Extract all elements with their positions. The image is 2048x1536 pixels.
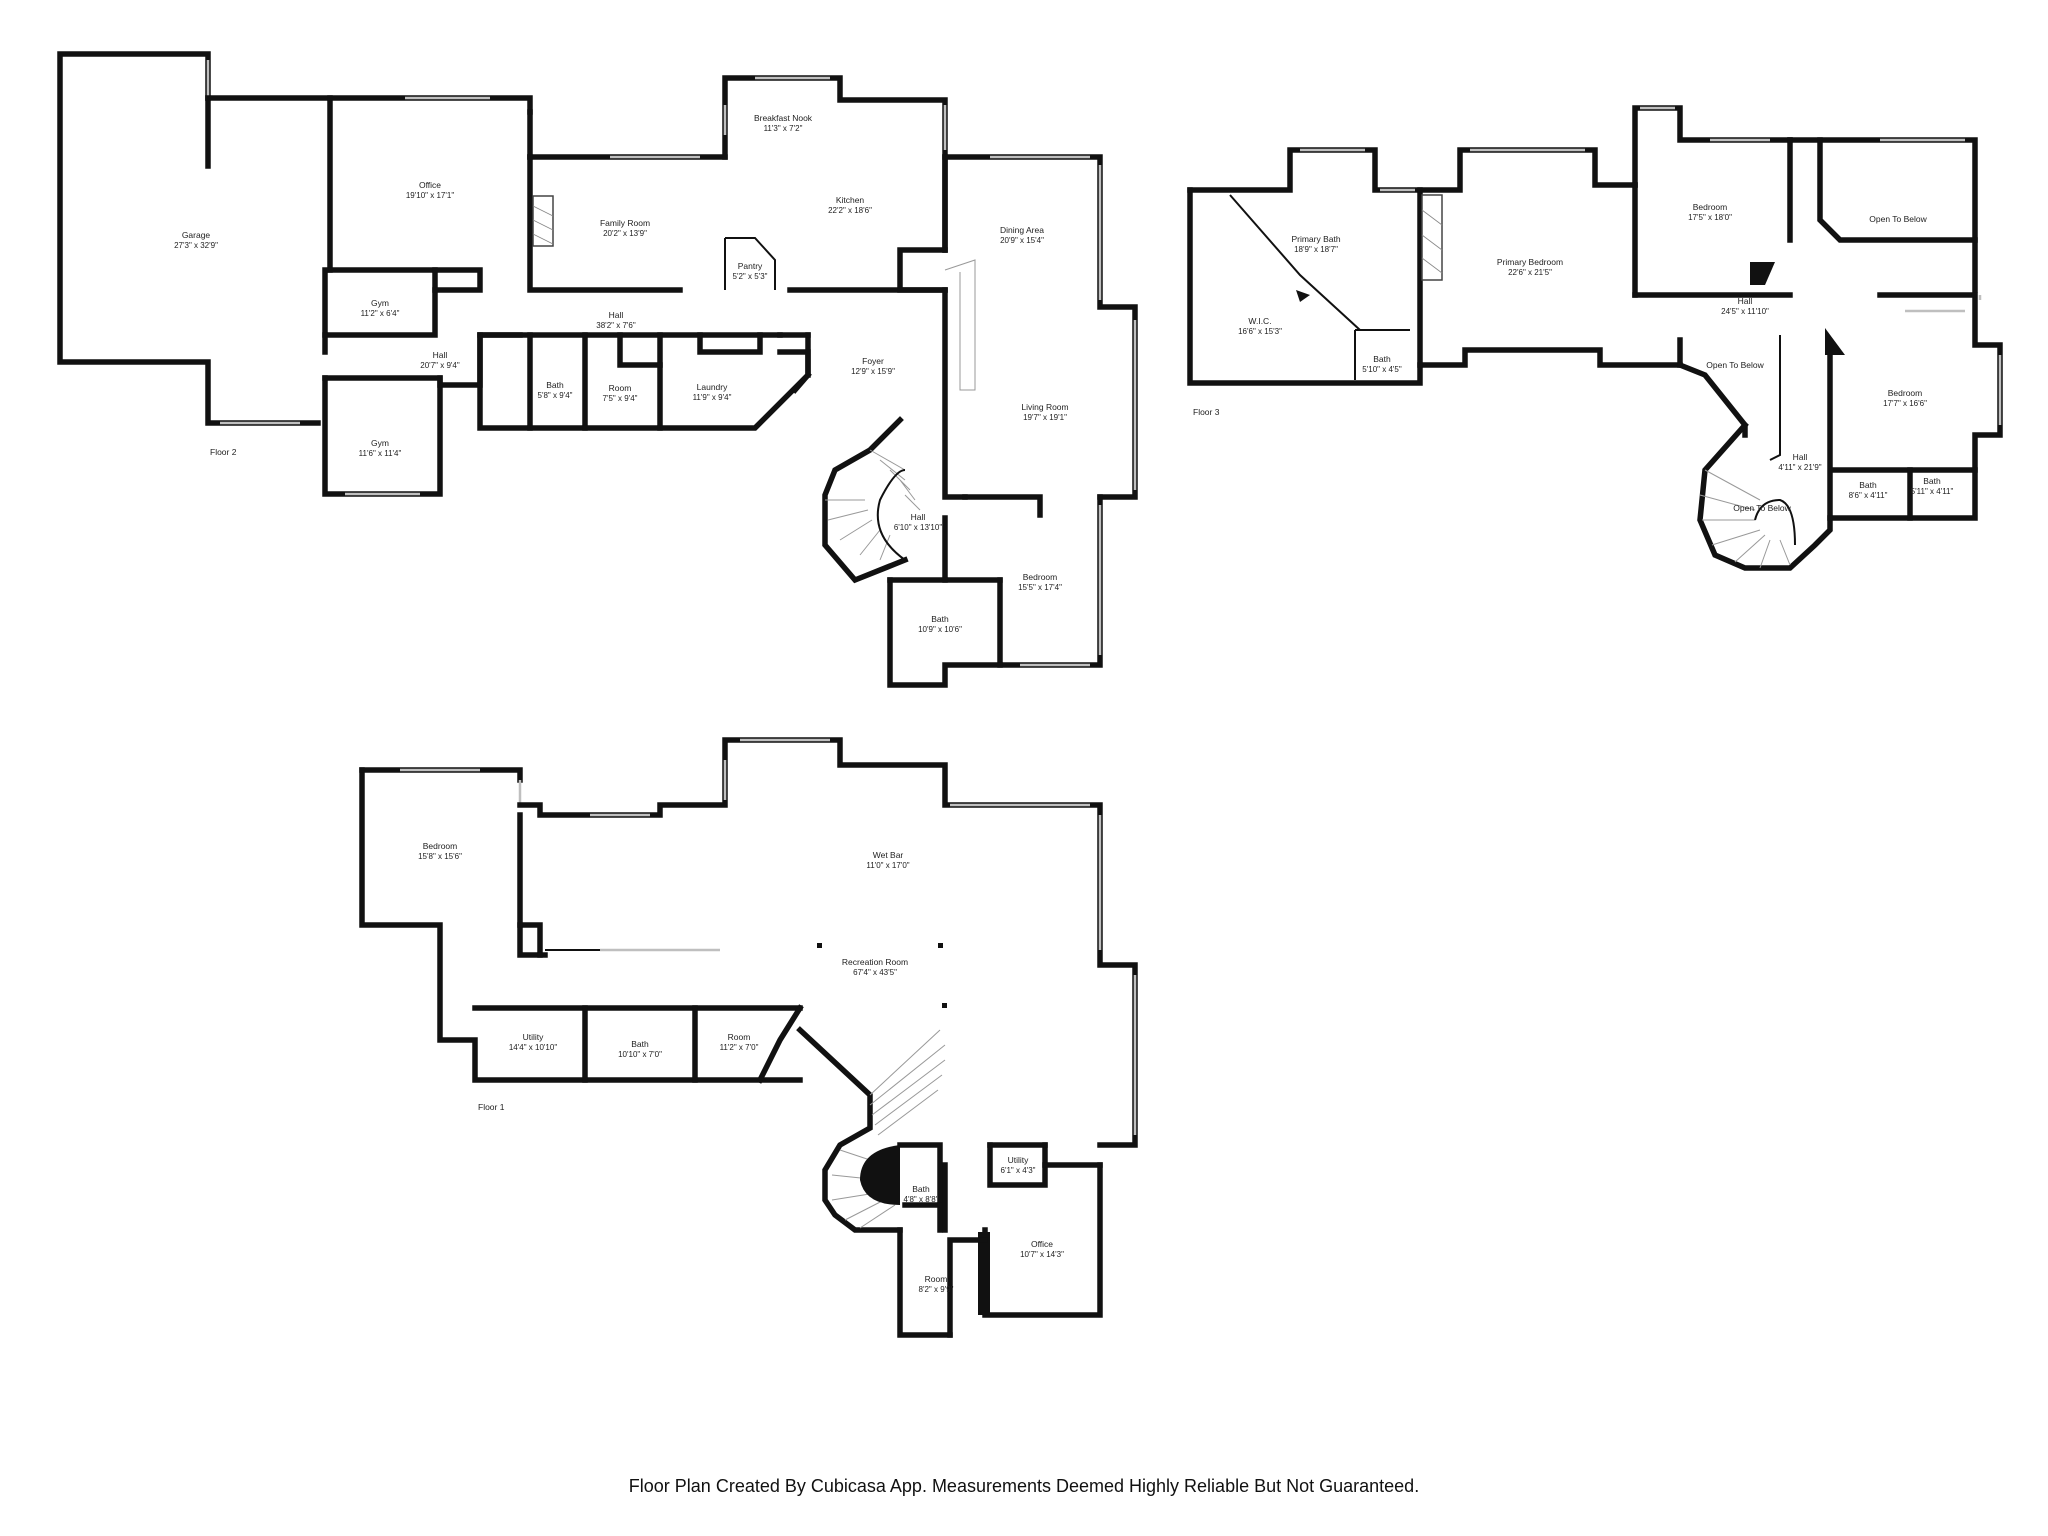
- recreation-room-name-label: Recreation Room: [842, 957, 908, 967]
- bedroom-north-dimension-label: 17'5" x 18'0": [1688, 213, 1732, 222]
- foyer-dimension-label: 12'9" x 15'9": [851, 367, 895, 376]
- floor-3-label: Floor 3: [1193, 407, 1220, 417]
- hall-stair-dimension-label: 6'10" x 13'10": [894, 523, 942, 532]
- office-lower-name-label: Office: [1031, 1239, 1053, 1249]
- bath-small-name-label: Bath: [546, 380, 564, 390]
- wet-bar-dimension-label: 11'0" x 17'0": [866, 861, 909, 870]
- pantry-name-label: Pantry: [738, 261, 763, 271]
- wet-bar-name-label: Wet Bar: [873, 850, 904, 860]
- garage-dimension-label: 27'3" x 32'9": [174, 241, 218, 250]
- room-lower-dimension-label: 11'2" x 7'0": [720, 1043, 759, 1052]
- breakfast-nook-name-label: Breakfast Nook: [754, 113, 813, 123]
- gym-top-name-label: Gym: [371, 298, 389, 308]
- kitchen-dimension-label: 22'2" x 18'6": [828, 206, 872, 215]
- laundry-name-label: Laundry: [697, 382, 728, 392]
- bedroom-east-dimension-label: 17'7" x 16'6": [1883, 399, 1927, 408]
- bath-large-dimension-label: 10'9" x 10'6": [918, 625, 962, 634]
- breakfast-nook-dimension-label: 11'3" x 7'2": [764, 124, 803, 133]
- hall-central-dimension-label: 38'2" x 7'6": [596, 321, 636, 330]
- living-room-name-label: Living Room: [1021, 402, 1068, 412]
- hall-upper-stair-name-label: Hall: [1793, 452, 1808, 462]
- open-below-mid-name-label: Open To Below: [1706, 360, 1764, 370]
- bath-3b-dimension-label: 5'11" x 4'11": [1911, 487, 1954, 496]
- floor-3-plan: [1187, 105, 2003, 571]
- bath-3a-dimension-label: 8'6" x 4'11": [1849, 491, 1888, 500]
- bath-3b-name-label: Bath: [1923, 476, 1941, 486]
- utility-east-dimension-label: 6'1" x 4'3": [1001, 1166, 1036, 1175]
- utility-west-name-label: Utility: [523, 1032, 545, 1042]
- room-name-label: Room: [609, 383, 632, 393]
- bedroom-lower-dimension-label: 15'8" x 15'6": [418, 852, 462, 861]
- floor-1-plan: [359, 737, 1138, 1338]
- bath-3a-name-label: Bath: [1859, 480, 1877, 490]
- bath-wic-dimension-label: 5'10" x 4'5": [1362, 365, 1402, 374]
- dining-area-name-label: Dining Area: [1000, 225, 1044, 235]
- hall-central-name-label: Hall: [609, 310, 624, 320]
- gym-top-dimension-label: 11'2" x 6'4": [361, 309, 400, 318]
- floor-1-label: Floor 1: [478, 1102, 505, 1112]
- room-lower-name-label: Room: [728, 1032, 751, 1042]
- office-name-label: Office: [419, 180, 441, 190]
- bath-lower-small-dimension-label: 4'8" x 8'8": [904, 1195, 939, 1204]
- floor-2-plan: [57, 51, 1138, 688]
- hall-upper-dimension-label: 24'5" x 11'10": [1721, 307, 1769, 316]
- pantry-dimension-label: 5'2" x 5'3": [733, 272, 768, 281]
- hall-stair-name-label: Hall: [911, 512, 926, 522]
- primary-bedroom-name-label: Primary Bedroom: [1497, 257, 1563, 267]
- wic-name-label: W.I.C.: [1248, 316, 1271, 326]
- kitchen-name-label: Kitchen: [836, 195, 865, 205]
- open-below-stair-name-label: Open To Below: [1733, 503, 1791, 513]
- hall-west-dimension-label: 20'7" x 9'4": [420, 361, 460, 370]
- primary-bath-dimension-label: 18'9" x 18'7": [1294, 245, 1338, 254]
- recreation-room-dimension-label: 67'4" x 43'5": [853, 968, 897, 977]
- laundry-dimension-label: 11'9" x 9'4": [693, 393, 732, 402]
- bedroom-east-name-label: Bedroom: [1888, 388, 1923, 398]
- hall-upper-stair-dimension-label: 4'11" x 21'9": [1778, 463, 1821, 472]
- hall-upper-name-label: Hall: [1738, 296, 1753, 306]
- wic-dimension-label: 16'6" x 15'3": [1238, 327, 1282, 336]
- hall-west-name-label: Hall: [433, 350, 448, 360]
- utility-east-name-label: Utility: [1008, 1155, 1030, 1165]
- bath-small-dimension-label: 5'8" x 9'4": [538, 391, 573, 400]
- room-dimension-label: 7'5" x 9'4": [603, 394, 638, 403]
- primary-bath-name-label: Primary Bath: [1291, 234, 1340, 244]
- floor-2-label: Floor 2: [210, 447, 237, 457]
- room-lower-south-name-label: Room: [925, 1274, 948, 1284]
- open-below-ne-name-label: Open To Below: [1869, 214, 1927, 224]
- utility-west-dimension-label: 14'4" x 10'10": [509, 1043, 557, 1052]
- bath-lower-dimension-label: 10'10" x 7'0": [618, 1050, 662, 1059]
- bath-large-name-label: Bath: [931, 614, 949, 624]
- bath-wic-name-label: Bath: [1373, 354, 1391, 364]
- floor-plan-caption: Floor Plan Created By Cubicasa App. Meas…: [628, 1476, 1420, 1496]
- family-room-dimension-label: 20'2" x 13'9": [603, 229, 647, 238]
- room-lower-south-dimension-label: 8'2" x 9'9": [919, 1285, 954, 1294]
- primary-bedroom-dimension-label: 22'6" x 21'5": [1508, 268, 1552, 277]
- bath-lower-name-label: Bath: [631, 1039, 649, 1049]
- foyer-name-label: Foyer: [862, 356, 884, 366]
- bedroom-dimension-label: 15'5" x 17'4": [1018, 583, 1062, 592]
- office-dimension-label: 19'10" x 17'1": [406, 191, 454, 200]
- bedroom-north-name-label: Bedroom: [1693, 202, 1728, 212]
- bath-lower-small-name-label: Bath: [912, 1184, 930, 1194]
- gym-bottom-name-label: Gym: [371, 438, 389, 448]
- living-room-dimension-label: 19'7" x 19'1": [1023, 413, 1067, 422]
- family-room-name-label: Family Room: [600, 218, 650, 228]
- dining-area-dimension-label: 20'9" x 15'4": [1000, 236, 1044, 245]
- office-lower-dimension-label: 10'7" x 14'3": [1020, 1250, 1064, 1259]
- bedroom-lower-name-label: Bedroom: [423, 841, 458, 851]
- gym-bottom-dimension-label: 11'6" x 11'4": [359, 449, 402, 458]
- bedroom-name-label: Bedroom: [1023, 572, 1058, 582]
- garage-name-label: Garage: [182, 230, 211, 240]
